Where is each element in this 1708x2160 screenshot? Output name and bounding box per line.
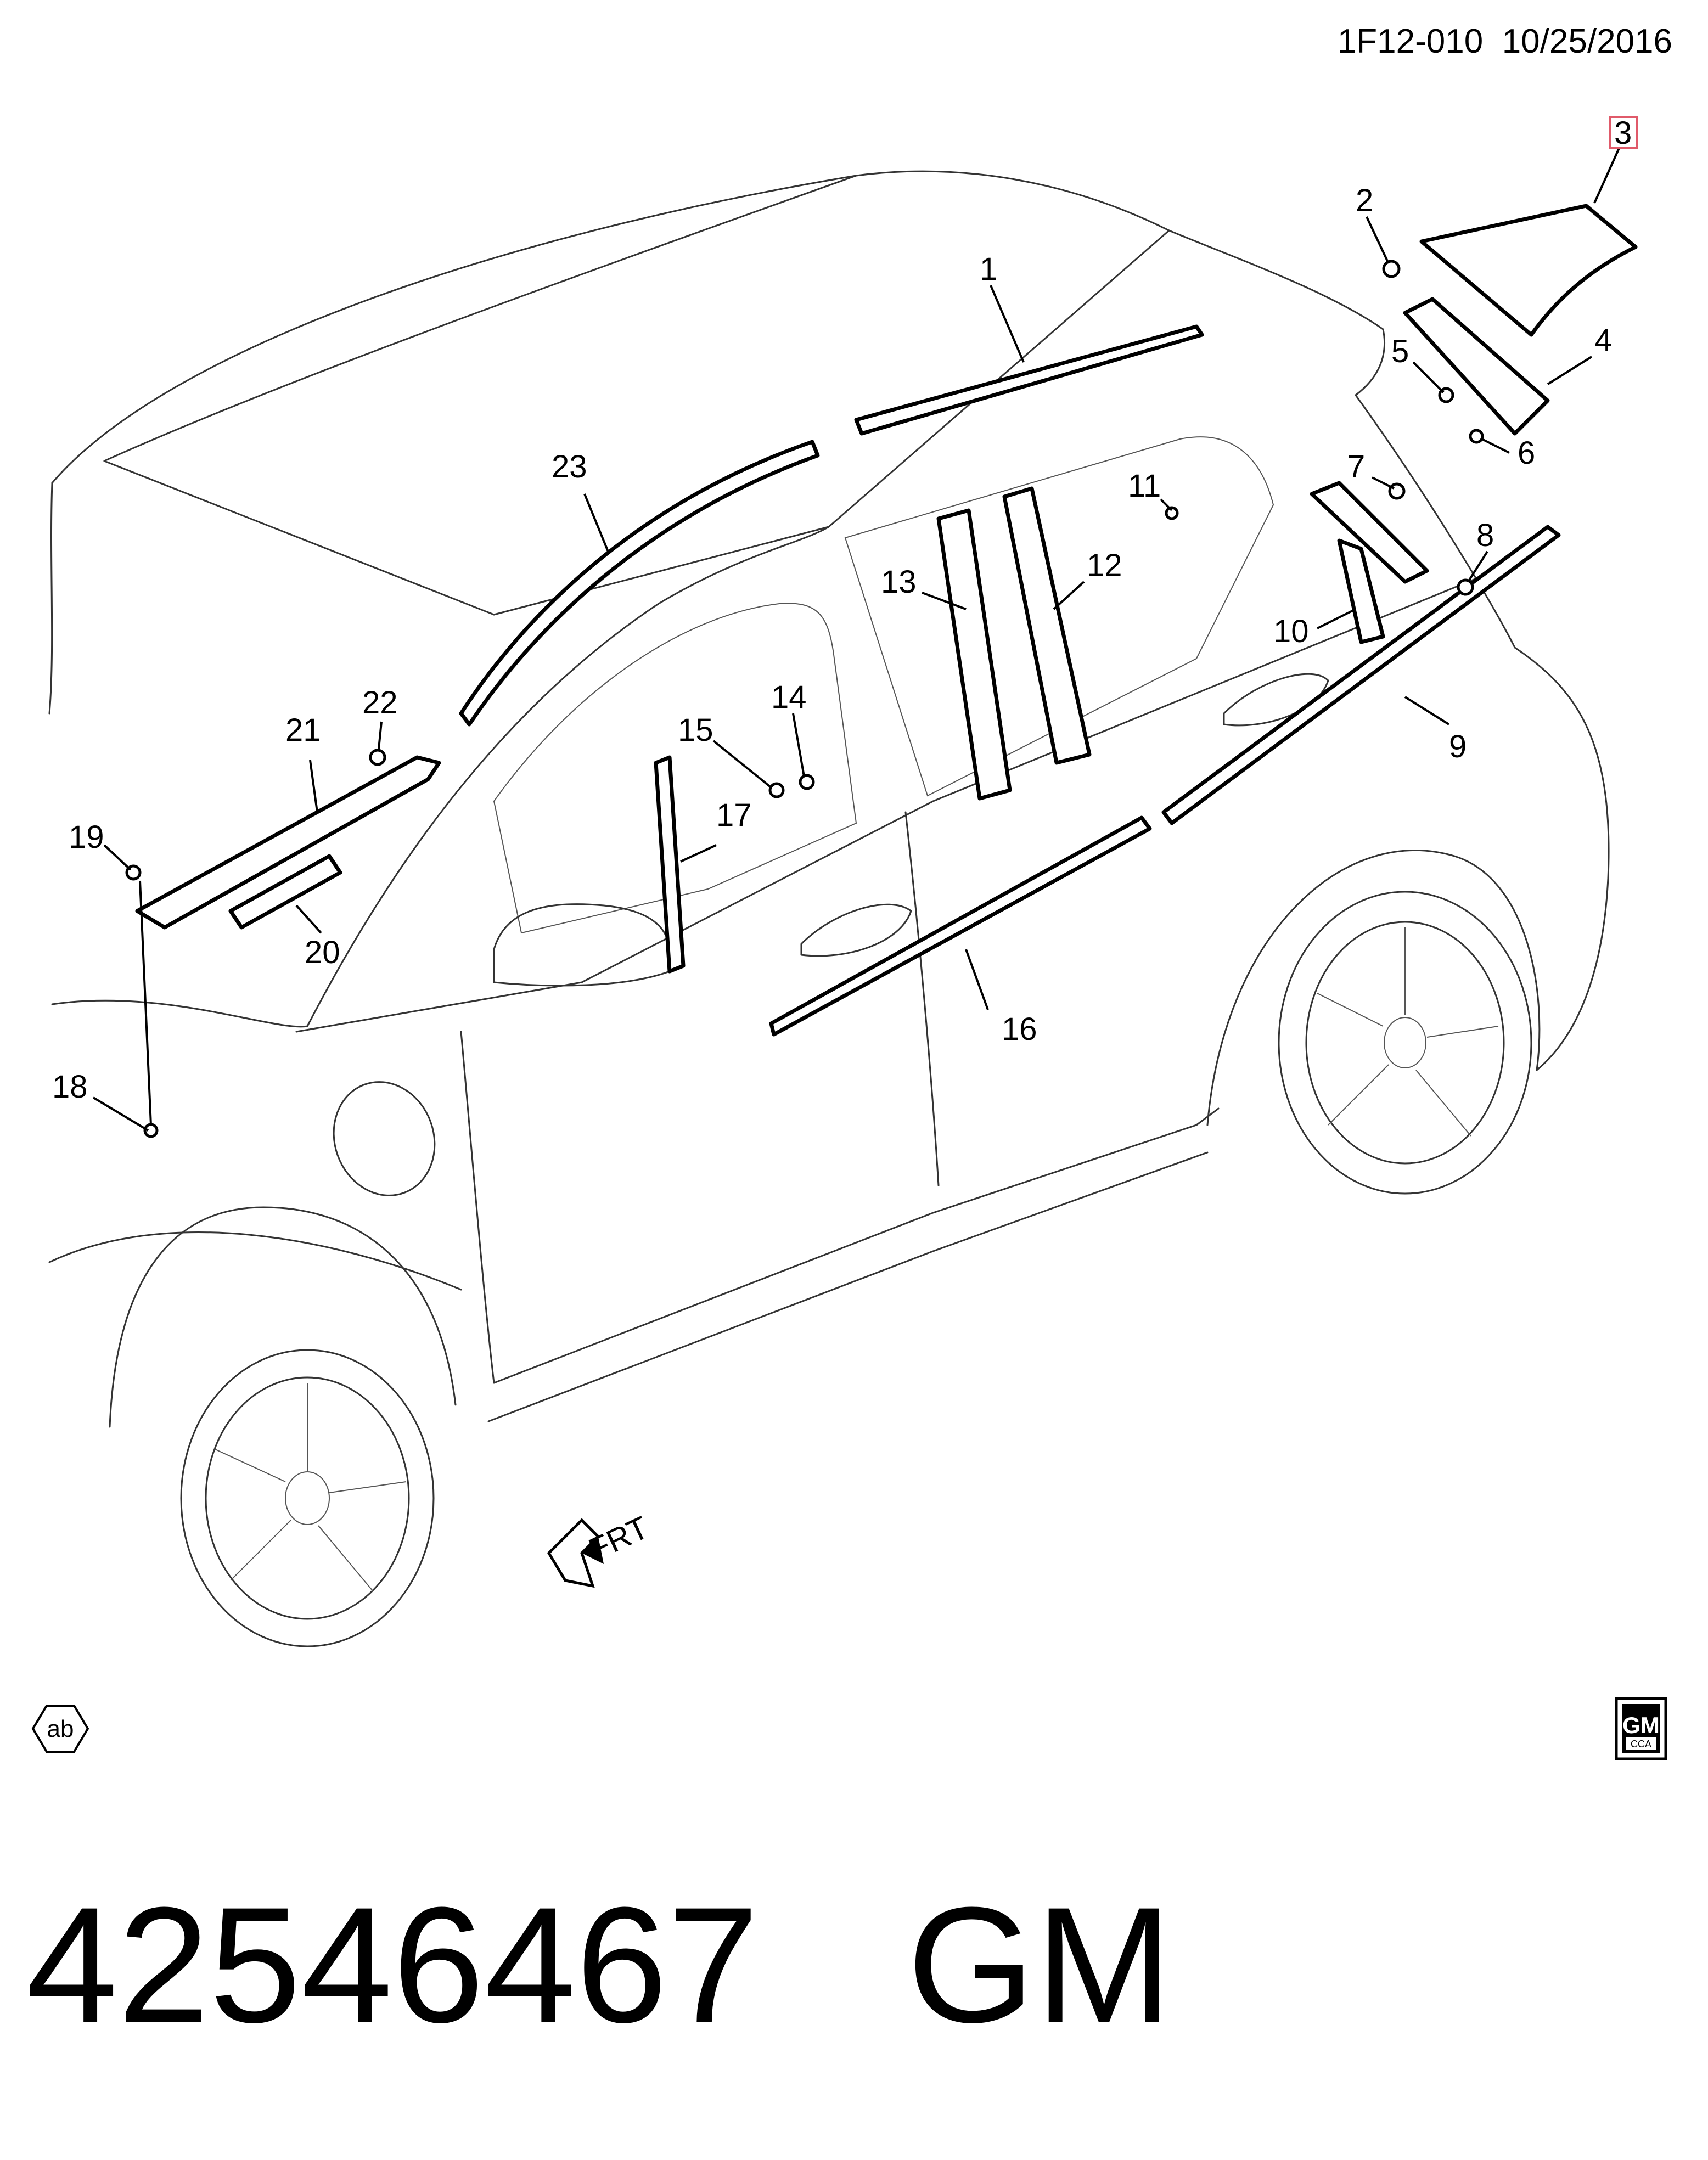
callout-5: 5	[1391, 334, 1409, 369]
callout-labels: 1 2 3 4 5 6 7 8 9 10 11 12 13 14 15 16 1…	[52, 115, 1638, 1105]
callout-16: 16	[1002, 1011, 1037, 1047]
front-direction-arrow: FRT	[547, 1510, 654, 1588]
callout-17: 17	[716, 797, 752, 833]
front-wheel	[180, 1349, 435, 1647]
callout-19: 19	[69, 819, 104, 855]
callout-3-highlight-box	[1609, 116, 1638, 149]
callout-10: 10	[1273, 614, 1309, 649]
callout-15: 15	[678, 712, 713, 748]
part-10b-quarter-window-trim	[1310, 481, 1429, 584]
callout-2: 2	[1356, 183, 1373, 218]
callout-14: 14	[771, 679, 807, 715]
part-13-b-pillar-applique	[936, 508, 1012, 801]
diagram-ref-code: 1F12-010 10/25/2016	[1338, 22, 1672, 61]
gm-logo: GM CCA	[1615, 1697, 1667, 1760]
fasteners	[125, 260, 1484, 1138]
callout-1: 1	[980, 251, 997, 287]
callout-3: 3	[1614, 115, 1632, 151]
callout-21: 21	[285, 712, 321, 748]
brand-name: GM	[907, 1872, 1173, 2057]
callout-8: 8	[1476, 518, 1494, 553]
molding-parts	[135, 204, 1638, 1037]
part-17-front-door-applique	[654, 755, 686, 974]
callout-23: 23	[552, 449, 587, 485]
callout-22: 22	[362, 685, 398, 721]
part-4-quarter-applique	[1403, 297, 1550, 436]
part-number: 42546467	[26, 1872, 759, 2057]
part-10-quarter-window-applique	[1337, 538, 1385, 644]
callout-9: 9	[1449, 729, 1467, 764]
leader-lines	[92, 148, 1620, 1132]
part-1-roof-drip-molding	[854, 324, 1204, 436]
part-16-front-belt-molding	[769, 815, 1152, 1037]
logo-brand: GM	[1622, 1712, 1660, 1738]
diagram-date: 10/25/2016	[1502, 22, 1672, 60]
diagram-code: 1F12-010	[1337, 22, 1484, 60]
callout-11: 11	[1128, 468, 1161, 504]
callout-20: 20	[305, 935, 340, 970]
callout-18: 18	[52, 1069, 88, 1105]
part-23-front-window-molding	[459, 440, 820, 727]
rear-wheel	[1278, 891, 1532, 1195]
callout-6: 6	[1518, 435, 1535, 471]
logo-sub: CCA	[1631, 1739, 1651, 1750]
vehicle-outline	[48, 170, 1610, 1428]
part-21-fender-applique	[135, 755, 441, 930]
part-20-bolt-ev-emblem	[228, 854, 342, 930]
part-3-spoiler-extension	[1419, 204, 1638, 337]
ab-badge: ab	[31, 1705, 89, 1753]
callout-12: 12	[1087, 548, 1122, 583]
badge-label: ab	[47, 1715, 74, 1742]
part-9-rear-belt-molding	[1161, 525, 1561, 825]
part-12-b-pillar-applique	[1002, 486, 1092, 765]
direction-label: FRT	[583, 1510, 654, 1568]
callout-4: 4	[1594, 323, 1612, 358]
callout-7: 7	[1347, 449, 1365, 485]
callout-13: 13	[881, 564, 917, 600]
